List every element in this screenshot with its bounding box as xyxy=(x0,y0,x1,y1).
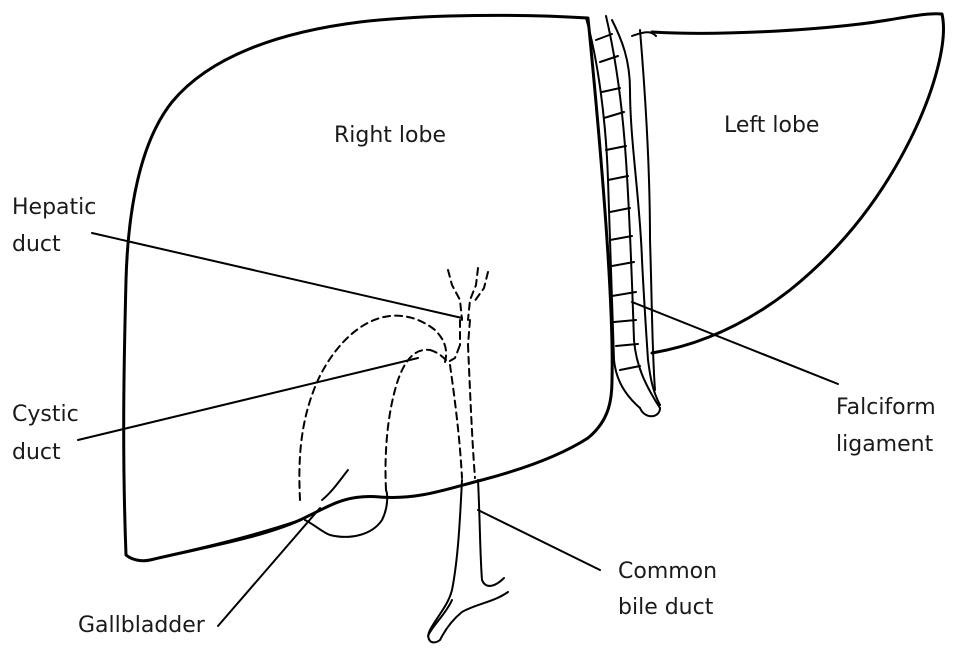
falciform-ligament-leader xyxy=(632,302,838,384)
common-bile-duct-label-line2: bile duct xyxy=(618,595,714,620)
gallbladder-fundus xyxy=(322,470,348,500)
gallbladder-hidden-inner xyxy=(386,350,431,490)
cystic-duct-leader xyxy=(78,358,418,440)
hepatic-duct-label-line1: Hepatic xyxy=(12,195,96,220)
hepatic-duct-leader xyxy=(92,233,462,318)
hepatic-duct-branches xyxy=(448,268,488,320)
common-bile-duct-label-line1: Common xyxy=(618,559,717,584)
gallbladder-hidden-outline xyxy=(299,316,446,500)
falciform-ligament-label-line2: ligament xyxy=(836,432,934,457)
right-lobe-label: Right lobe xyxy=(334,123,446,148)
hepatic-duct-label-line2: duct xyxy=(12,232,61,257)
gallbladder-leader xyxy=(218,508,320,626)
falciform-ligament-label-line1: Falciform xyxy=(836,395,936,420)
left-lobe-outline xyxy=(652,14,943,353)
falciform-ligament-band xyxy=(586,16,660,416)
common-bile-duct-leader xyxy=(478,510,600,570)
common-bile-duct-right-wall xyxy=(478,480,504,586)
gallbladder-label: Gallbladder xyxy=(78,613,206,638)
left-lobe-label: Left lobe xyxy=(724,113,819,138)
cystic-duct-label-line1: Cystic xyxy=(12,402,79,427)
common-bile-duct-hidden xyxy=(450,345,475,478)
hepatic-duct-trunk xyxy=(460,320,470,345)
right-lobe-underside xyxy=(150,520,300,560)
right-lobe-outline xyxy=(124,15,613,560)
cystic-duct-label-line2: duct xyxy=(12,440,61,465)
